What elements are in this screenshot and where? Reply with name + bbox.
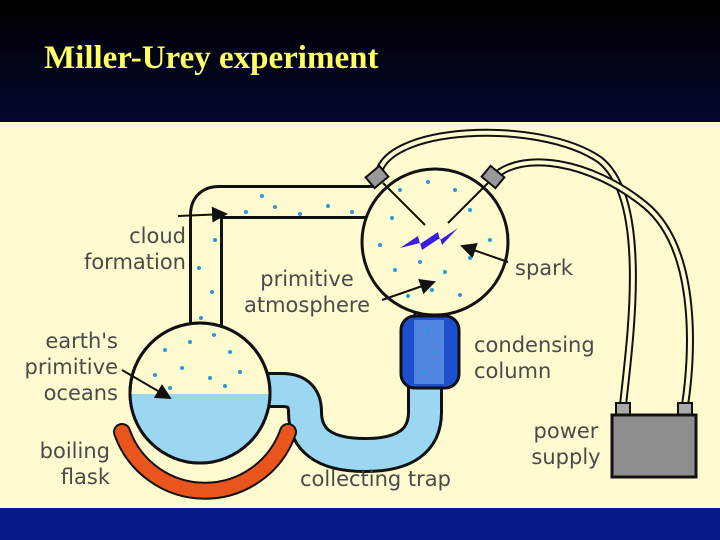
label-condensing-column-line-1: condensing <box>474 333 595 357</box>
label-condensing-column: condensing column <box>474 332 595 384</box>
label-collecting-trap: collecting trap <box>300 467 451 491</box>
label-cloud-formation: cloud formation <box>78 223 186 275</box>
label-boiling-flask: boiling flask <box>10 438 110 490</box>
slide-title: Miller-Urey experiment <box>44 40 379 76</box>
label-primitive-atmosphere-line-2: atmosphere <box>244 293 370 317</box>
power-wire-right-inner <box>491 160 692 407</box>
label-cloud-formation-line-1: cloud <box>129 224 186 248</box>
power-wire-left-inner <box>376 130 635 407</box>
label-power-supply: power supply <box>528 418 604 470</box>
electrode-left <box>364 164 390 190</box>
label-power-supply-line-1: power <box>533 419 599 443</box>
label-spark: spark <box>515 256 573 280</box>
label-earths-primitive-oceans-line-3: oceans <box>43 381 118 405</box>
label-boiling-flask-line-2: flask <box>60 465 110 489</box>
spark-chamber <box>360 167 510 317</box>
label-earths-primitive-oceans-line-2: primitive <box>24 355 118 379</box>
miller-urey-diagram <box>113 128 698 500</box>
spark-bolt <box>400 228 458 250</box>
title-bar: Miller-Urey experiment <box>0 0 720 122</box>
label-primitive-atmosphere-line-1: primitive <box>260 267 354 291</box>
label-boiling-flask-line-1: boiling <box>39 439 110 463</box>
label-primitive-atmosphere: primitive atmosphere <box>242 266 372 318</box>
footer-bar <box>0 508 720 540</box>
label-earths-primitive-oceans-line-1: earth's <box>45 329 118 353</box>
battery <box>610 413 698 479</box>
label-cloud-formation-line-2: formation <box>83 250 186 274</box>
label-power-supply-line-2: supply <box>531 445 601 469</box>
label-earths-primitive-oceans: earth's primitive oceans <box>10 328 118 406</box>
label-condensing-column-line-2: column <box>474 359 552 383</box>
electrode-right <box>480 164 506 190</box>
vapor-dots <box>153 180 492 390</box>
